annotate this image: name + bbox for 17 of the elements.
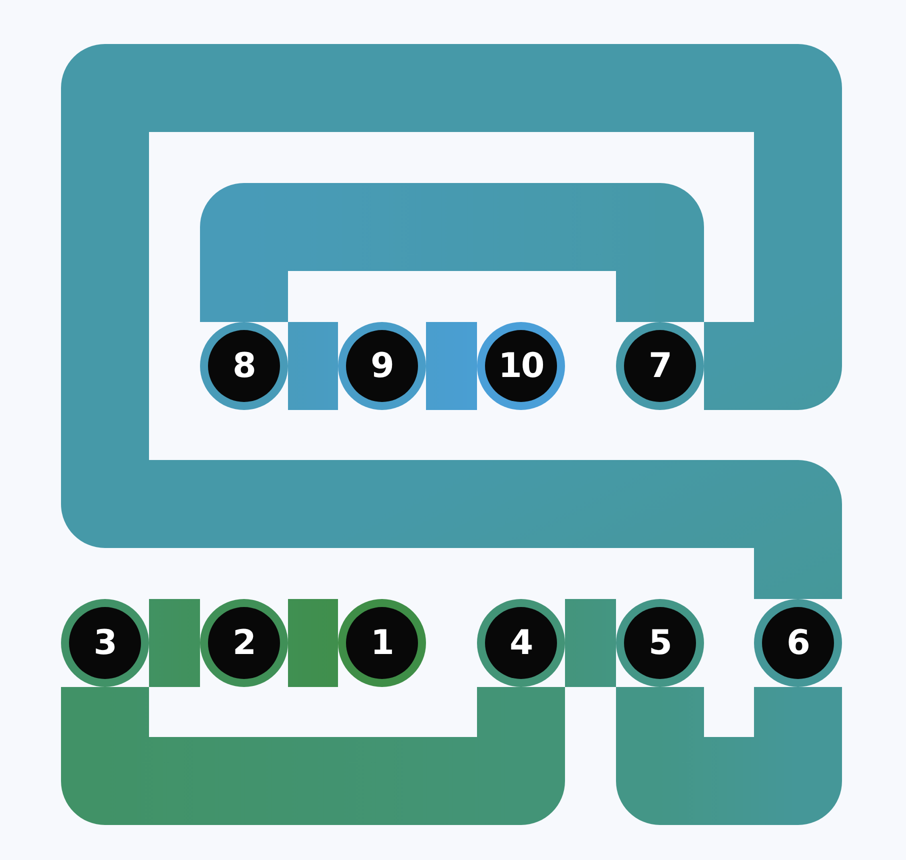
step-number: 1 <box>346 607 418 679</box>
path-segment <box>288 322 338 410</box>
step-number: 7 <box>624 330 696 402</box>
step-number: 10 <box>485 330 557 402</box>
path-segment <box>200 183 704 322</box>
step-number: 3 <box>69 607 141 679</box>
path-segment <box>61 687 565 825</box>
step-number: 8 <box>208 330 280 402</box>
path-segment <box>426 322 477 410</box>
path-segment <box>288 599 338 687</box>
path-segment <box>149 599 200 687</box>
path-segment <box>61 44 842 599</box>
step-number: 4 <box>485 607 557 679</box>
step-number: 2 <box>208 607 280 679</box>
step-number: 9 <box>346 330 418 402</box>
step-number: 6 <box>762 607 834 679</box>
step-number: 5 <box>624 607 696 679</box>
